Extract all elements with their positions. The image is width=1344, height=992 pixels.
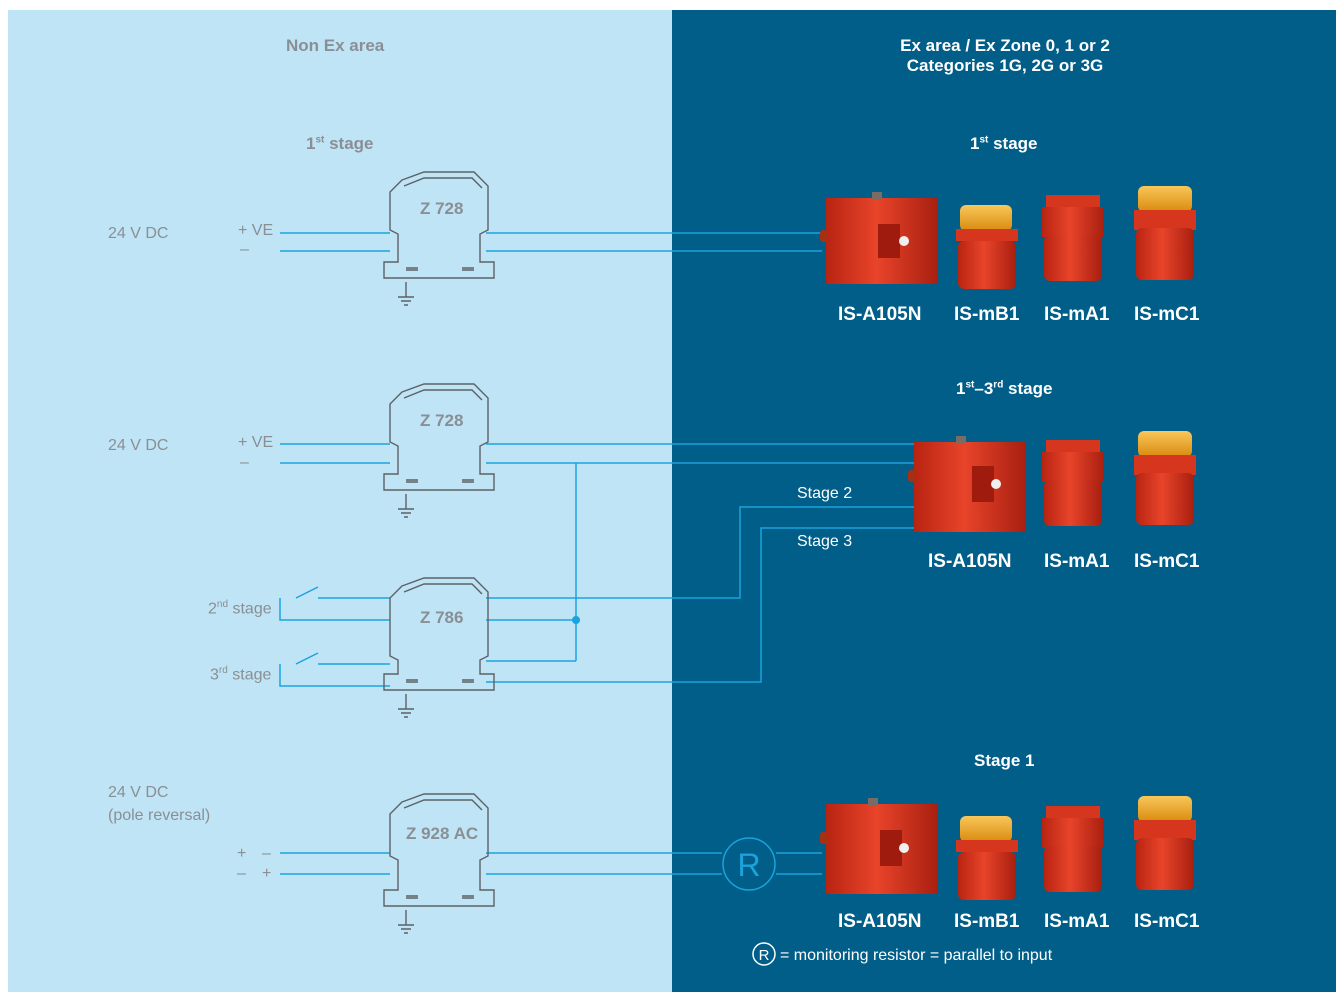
siren-a105n-image-2 — [908, 436, 1026, 532]
polarity-minus-3b: – — [237, 865, 246, 882]
ex-area-title-line2: Categories 1G, 2G or 3G — [906, 55, 1104, 75]
wires-group — [279, 232, 916, 966]
switch-stage3-lever — [295, 652, 319, 665]
barrier-label-3: Z 786 — [420, 608, 464, 627]
ex-area-title-line1: Ex area / Ex Zone 0, 1 or 2 — [900, 36, 1110, 55]
footnote-resistor-circle — [752, 942, 776, 966]
device-label-row1-mc1: IS-mC1 — [1134, 304, 1200, 325]
device-label-row2-mc1: IS-mC1 — [1134, 551, 1200, 572]
device-row2-images — [908, 431, 1196, 532]
left-stage1-heading: 1st stage — [306, 134, 374, 153]
power-label-2: 24 V DC — [108, 437, 169, 454]
resistor-symbol-letter: R — [737, 847, 760, 883]
device-label-row2-a105n: IS-A105N — [928, 551, 1012, 572]
device-label-row1-mb1: IS-mB1 — [954, 304, 1020, 325]
sounder-ma1-image-1 — [1042, 195, 1104, 281]
siren-a105n-image-1 — [820, 192, 938, 284]
device-label-row3-a105n: IS-A105N — [838, 911, 922, 932]
device-row1-images — [820, 186, 1196, 289]
device-label-row3-mb1: IS-mB1 — [954, 911, 1020, 932]
wire-label-stage3: Stage 3 — [797, 533, 853, 550]
polarity-minus-3a: – — [262, 845, 271, 862]
wire-switch3-return — [279, 664, 390, 687]
polarity-plus-3a: + — [237, 845, 247, 862]
resistor-symbol-circle — [722, 837, 776, 891]
power-label-3-line1: 24 V DC — [108, 784, 169, 801]
junction-dot — [572, 616, 580, 624]
ex-area-title: Ex area / Ex Zone 0, 1 or 2 Categories 1… — [840, 36, 1170, 75]
polarity-plus-ve-1: + VE — [238, 222, 274, 239]
right-stage1-heading: 1st stage — [970, 134, 1038, 153]
sounder-ma1-image-2 — [1042, 440, 1104, 526]
beacon-mc1-image-1 — [1134, 186, 1196, 280]
footnote-text: = monitoring resistor = parallel to inpu… — [780, 947, 1053, 964]
polarity-plus-3b: + — [262, 865, 272, 882]
footnote-resistor-letter: R — [759, 947, 770, 964]
wire-switch2-return — [279, 598, 390, 621]
device-label-row3-ma1: IS-mA1 — [1044, 911, 1110, 932]
device-row3-images — [820, 796, 1196, 900]
barrier-label-2: Z 728 — [420, 411, 464, 430]
beacon-mb1-image-1 — [956, 205, 1018, 289]
sounder-ma1-image-3 — [1042, 806, 1104, 892]
wire-common-bus — [486, 463, 577, 662]
polarity-minus-1: – — [240, 241, 249, 258]
barrier-box-4 — [383, 793, 495, 934]
device-label-row3-mc1: IS-mC1 — [1134, 911, 1200, 932]
device-label-row1-a105n: IS-A105N — [838, 304, 922, 325]
right-stage-1-heading: Stage 1 — [974, 751, 1035, 770]
barrier-shapes — [383, 171, 495, 934]
barrier-label-1: Z 728 — [420, 199, 464, 218]
barrier-label-4: Z 928 AC — [406, 824, 479, 843]
polarity-plus-ve-2: + VE — [238, 434, 274, 451]
switch-label-stage2: 2nd stage — [208, 599, 272, 618]
switch-label-stage3: 3rd stage — [210, 665, 272, 684]
switch-stage2-lever — [295, 586, 319, 599]
beacon-mc1-image-3 — [1134, 796, 1196, 890]
beacon-mc1-image-2 — [1134, 431, 1196, 525]
wire-label-stage2: Stage 2 — [797, 485, 853, 502]
barrier-box-2 — [383, 383, 495, 518]
non-ex-area-panel — [8, 10, 672, 992]
power-label-3-line2: (pole reversal) — [108, 807, 211, 824]
device-label-row1-ma1: IS-mA1 — [1044, 304, 1110, 325]
non-ex-area-title: Non Ex area — [286, 36, 385, 55]
power-label-1: 24 V DC — [108, 225, 169, 242]
beacon-mb1-image-3 — [956, 816, 1018, 900]
polarity-minus-2: – — [240, 454, 249, 471]
device-label-row2-ma1: IS-mA1 — [1044, 551, 1110, 572]
wire-stage2-out — [486, 506, 916, 599]
right-stage1-3-heading: 1st–3rd stage — [956, 379, 1053, 398]
barrier-box-1 — [383, 171, 495, 306]
barrier-box-3 — [383, 577, 495, 718]
wire-stage3-out — [486, 527, 916, 683]
siren-a105n-image-3 — [820, 798, 938, 894]
